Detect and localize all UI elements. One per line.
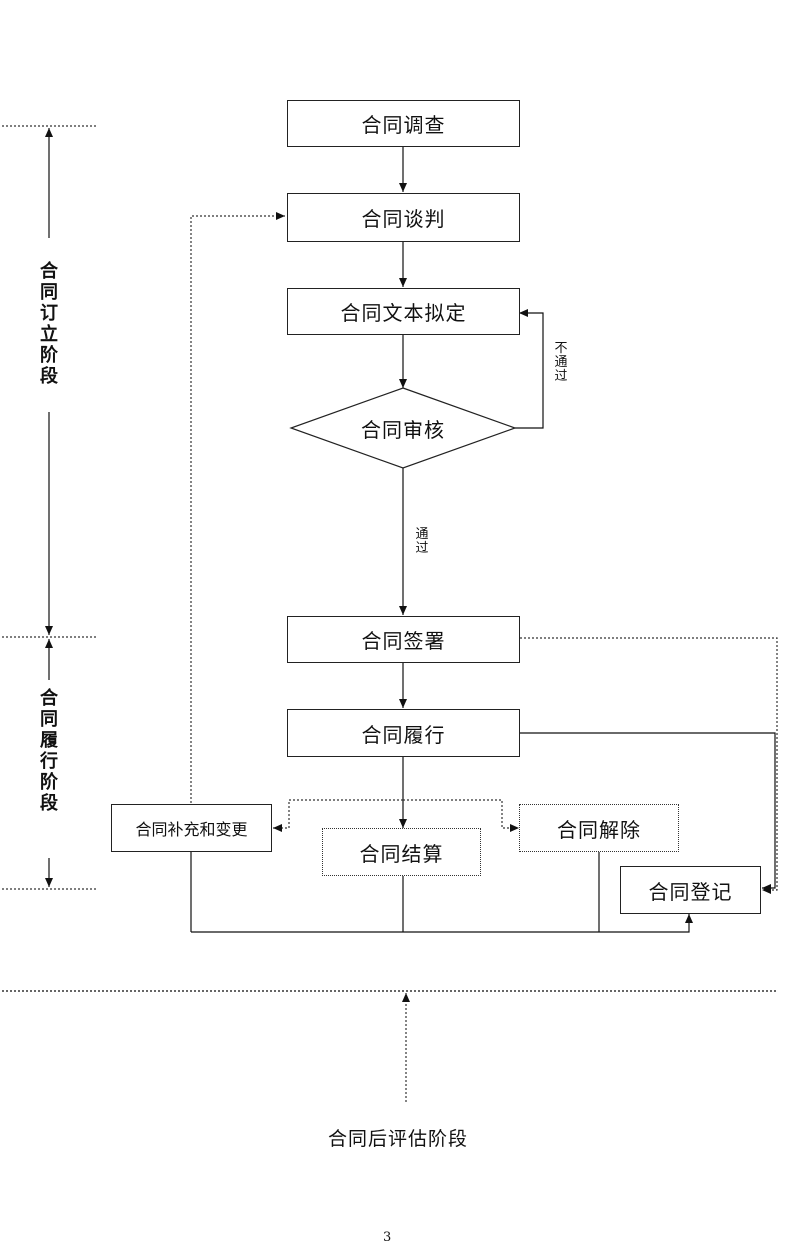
label-not-passed: 不通过 <box>554 341 568 384</box>
node-contract-signing: 合同签署 <box>287 616 520 663</box>
node-contract-settlement: 合同结算 <box>322 828 481 876</box>
arrow-performance-to-registration <box>520 732 776 892</box>
label-passed: 通过 <box>415 527 429 556</box>
node-contract-survey: 合同调查 <box>287 100 520 147</box>
phase-post-evaluation-label: 合同后评估阶段 <box>328 1128 469 1150</box>
arrow-collector-to-registration <box>191 914 693 933</box>
arrow-supplement-to-negotiation <box>190 212 285 803</box>
arrow-review-not-passed <box>515 309 544 429</box>
node-contract-review: 合同审核 <box>361 417 445 442</box>
arrow-signing-to-registration <box>520 637 778 894</box>
node-contract-performance: 合同履行 <box>287 709 520 757</box>
node-contract-registration: 合同登记 <box>620 866 761 914</box>
phase-formation-label: 合同订立阶段 <box>40 261 58 387</box>
arrow-performance-to-supplement <box>273 799 403 832</box>
node-contract-negotiation: 合同谈判 <box>287 193 520 242</box>
node-contract-termination: 合同解除 <box>519 804 679 852</box>
page-number: 3 <box>383 1230 392 1245</box>
arrow-performance-to-termination <box>403 799 519 832</box>
phase-execution-label: 合同履行阶段 <box>40 688 58 814</box>
node-contract-drafting: 合同文本拟定 <box>287 288 520 335</box>
node-contract-supplement: 合同补充和变更 <box>111 804 272 852</box>
review-diamond <box>289 387 517 469</box>
